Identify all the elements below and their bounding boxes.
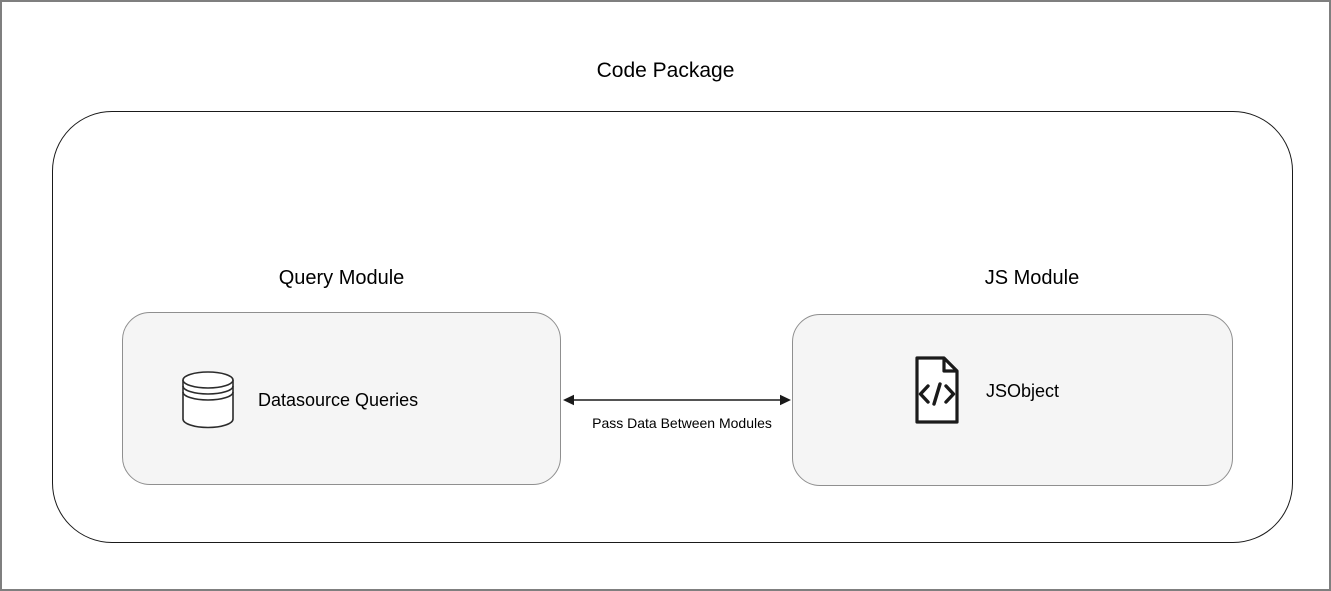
database-icon bbox=[182, 371, 234, 429]
code-package-boundary bbox=[52, 111, 1293, 543]
js-module-box: JSObject bbox=[792, 314, 1233, 486]
js-module-label: JS Module bbox=[984, 267, 1080, 289]
diagram-title: Code Package bbox=[596, 59, 735, 82]
query-module-label: Query Module bbox=[278, 267, 405, 289]
code-file-icon bbox=[915, 356, 959, 424]
connector-label: Pass Data Between Modules bbox=[592, 415, 772, 431]
query-module-item-label: Datasource Queries bbox=[258, 390, 419, 410]
query-module-box: Datasource Queries bbox=[122, 312, 561, 485]
js-module-item-label: JSObject bbox=[986, 381, 1060, 401]
bidirectional-arrow bbox=[563, 394, 791, 406]
